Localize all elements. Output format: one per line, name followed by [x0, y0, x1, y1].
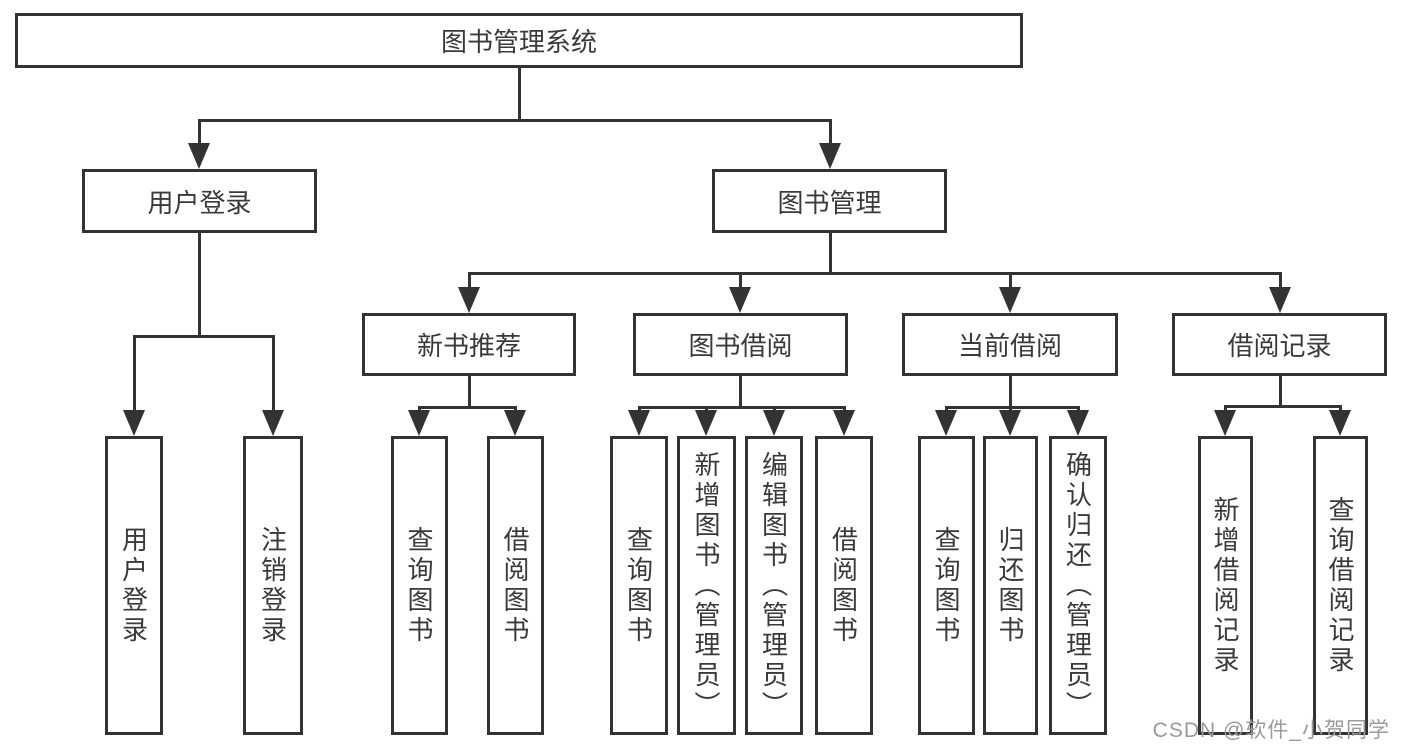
node-borrowing-borrow-books: 借阅图书 [815, 436, 873, 735]
watermark: CSDN @软件_小贺同学 [1152, 719, 1390, 742]
node-library-management-system: 图书管理系统 [15, 13, 1023, 68]
connector-line [198, 119, 201, 165]
connector-line [518, 68, 521, 122]
node-records-query-record: 查询借阅记录 [1313, 436, 1368, 735]
connector-line [272, 335, 275, 412]
connector-line [468, 272, 1282, 275]
node-borrowing-edit-books-admin: 编辑图书（管理员） [745, 436, 803, 735]
arrow-down-icon [123, 410, 145, 436]
arrow-down-icon [833, 410, 855, 436]
node-current-return-books: 归还图书 [983, 436, 1038, 735]
connector-line [133, 335, 136, 412]
node-current-borrowing: 当前借阅 [902, 313, 1118, 376]
connector-line [418, 406, 517, 409]
arrow-down-icon [504, 410, 526, 436]
arrow-down-icon [628, 410, 650, 436]
arrow-down-icon [188, 143, 210, 169]
connector-line [133, 335, 275, 338]
connector-line [945, 406, 1080, 409]
node-recommend-borrow-books: 借阅图书 [487, 436, 544, 735]
arrow-down-icon [695, 410, 717, 436]
arrow-down-icon [729, 287, 751, 313]
connector-line [198, 233, 201, 338]
arrow-down-icon [935, 410, 957, 436]
node-recommend-query-books: 查询图书 [391, 436, 448, 735]
node-borrowing-query-books: 查询图书 [610, 436, 668, 735]
connector-line [1224, 405, 1342, 408]
connector-line [739, 376, 742, 409]
connector-line [739, 272, 742, 288]
node-new-book-recommend: 新书推荐 [362, 313, 576, 376]
node-user-login: 用户登录 [105, 436, 163, 735]
arrow-down-icon [458, 287, 480, 313]
arrow-down-icon [819, 143, 841, 169]
node-book-borrowing: 图书借阅 [633, 313, 848, 376]
node-records-add-record: 新增借阅记录 [1198, 436, 1253, 735]
node-current-query-books: 查询图书 [918, 436, 975, 735]
node-borrowing-add-books-admin: 新增图书（管理员） [677, 436, 736, 735]
connector-line [638, 406, 846, 409]
arrow-down-icon [999, 410, 1021, 436]
node-current-confirm-return-admin: 确认归还（管理员） [1049, 436, 1107, 735]
connector-line [1279, 376, 1282, 408]
node-book-management-branch: 图书管理 [712, 169, 947, 233]
arrow-down-icon [999, 287, 1021, 313]
connector-line [468, 376, 471, 409]
node-user-login-branch: 用户登录 [82, 169, 317, 233]
connector-line [1009, 376, 1012, 409]
connector-line [1009, 272, 1012, 288]
arrow-down-icon [1329, 410, 1351, 436]
arrow-down-icon [1214, 410, 1236, 436]
connector-line [829, 119, 832, 165]
node-logout: 注销登录 [243, 436, 303, 735]
arrow-down-icon [1269, 287, 1291, 313]
arrow-down-icon [408, 410, 430, 436]
arrow-down-icon [1067, 410, 1089, 436]
connector-line [829, 233, 832, 275]
arrow-down-icon [763, 410, 785, 436]
arrow-down-icon [262, 410, 284, 436]
connector-line [468, 272, 471, 288]
node-borrowing-records: 借阅记录 [1172, 313, 1387, 376]
connector-line [198, 119, 832, 122]
connector-line [1279, 272, 1282, 288]
